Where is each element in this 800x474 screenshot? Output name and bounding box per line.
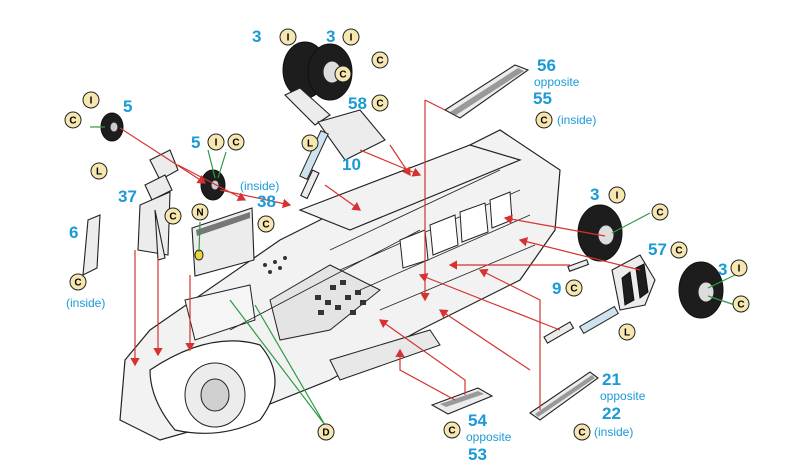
callout-labels: 3 3 56 opposite 55 (inside) 58 5 5 (insi… xyxy=(66,27,727,464)
main-wheel-right-b-part xyxy=(678,261,724,319)
badge-i: I xyxy=(215,138,218,149)
badge-c: C xyxy=(69,116,76,127)
badge-c: C xyxy=(737,300,744,311)
badge-c: C xyxy=(376,56,383,67)
paint-badges: I I C C C L C I C I C L C N C C I C C I … xyxy=(64,28,750,441)
badge-i: I xyxy=(90,96,93,107)
badge-c: C xyxy=(169,212,176,223)
label-56-note: opposite xyxy=(534,75,580,89)
strut-9-part xyxy=(567,258,590,272)
label-5-note: (inside) xyxy=(240,179,279,193)
badge-c: C xyxy=(339,70,346,81)
badge-c: C xyxy=(376,99,383,110)
label-5: 5 xyxy=(123,97,132,116)
label-22: 22 xyxy=(602,404,621,423)
badge-i: I xyxy=(616,191,619,202)
gear-door-21-part xyxy=(529,371,599,421)
label-6: 6 xyxy=(69,223,78,242)
main-wheel-right-a-part xyxy=(577,204,623,262)
nose-wheel-5b-part xyxy=(200,169,226,201)
main-wheel-pair-part xyxy=(282,41,386,161)
label-6-note: (inside) xyxy=(66,296,105,310)
badge-l: L xyxy=(96,167,102,178)
label-5: 5 xyxy=(191,133,200,152)
badge-c: C xyxy=(540,116,547,127)
badge-c: C xyxy=(262,220,269,231)
gear-door-54-part xyxy=(430,387,494,415)
gear-strut-right-part xyxy=(543,305,620,344)
badge-i: I xyxy=(738,264,741,275)
badge-c: C xyxy=(232,138,239,149)
label-3: 3 xyxy=(252,27,261,46)
label-9: 9 xyxy=(552,279,561,298)
label-10: 10 xyxy=(342,155,361,174)
label-3: 3 xyxy=(590,185,599,204)
badge-i: I xyxy=(287,33,290,44)
label-38: 38 xyxy=(257,192,276,211)
nose-door-6-part xyxy=(82,214,101,276)
nose-wheel-5a-part xyxy=(100,112,124,142)
label-22-note: (inside) xyxy=(594,425,633,439)
badge-c: C xyxy=(74,278,81,289)
label-57: 57 xyxy=(648,240,667,259)
label-54: 54 xyxy=(468,411,487,430)
label-3: 3 xyxy=(718,260,727,279)
label-54-note: opposite xyxy=(466,430,512,444)
label-58: 58 xyxy=(348,94,367,113)
gear-door-56-part xyxy=(443,64,530,119)
badge-l: L xyxy=(307,139,313,150)
label-53: 53 xyxy=(468,445,487,464)
nose-door-38-part xyxy=(191,207,255,277)
label-21: 21 xyxy=(602,370,621,389)
badge-c: C xyxy=(448,426,455,437)
gear-bogie-57-part xyxy=(611,254,656,311)
badge-c: C xyxy=(578,428,585,439)
label-37: 37 xyxy=(118,187,137,206)
fuselage xyxy=(119,129,561,441)
badge-d: D xyxy=(322,428,329,439)
label-3: 3 xyxy=(326,27,335,46)
badge-l: L xyxy=(624,328,630,339)
badge-c: C xyxy=(656,208,663,219)
badge-n: N xyxy=(196,208,203,219)
label-21-note: opposite xyxy=(600,389,646,403)
label-55-note: (inside) xyxy=(557,113,596,127)
gear-strut-part xyxy=(299,129,329,200)
label-55: 55 xyxy=(533,89,552,108)
label-56: 56 xyxy=(537,56,556,75)
badge-c: C xyxy=(675,246,682,257)
nose-leg-37-part xyxy=(137,149,179,261)
badge-i: I xyxy=(350,33,353,44)
badge-c: C xyxy=(570,284,577,295)
assembly-arrows xyxy=(119,99,641,410)
